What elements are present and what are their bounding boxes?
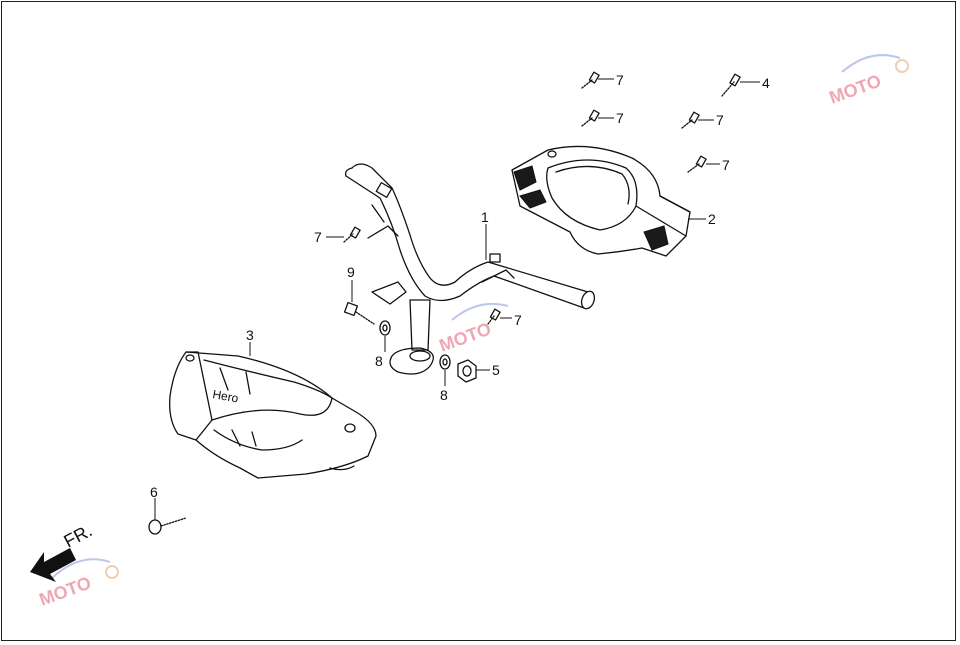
callout-7: 7 bbox=[616, 72, 624, 88]
callout-8: 8 bbox=[440, 387, 448, 403]
front-arrow-icon bbox=[30, 548, 76, 582]
watermark-text: MOTO bbox=[437, 319, 494, 356]
callout-4: 4 bbox=[762, 75, 770, 91]
watermark-top-right: MOTO bbox=[827, 54, 909, 108]
callout-2: 2 bbox=[708, 211, 716, 227]
screw-part-7 bbox=[487, 308, 501, 325]
callout-7: 7 bbox=[716, 112, 724, 128]
leader-lines bbox=[154, 78, 760, 520]
watermark-text: MOTO bbox=[37, 573, 94, 610]
callout-7: 7 bbox=[514, 312, 522, 328]
washer-part-8 bbox=[379, 320, 391, 336]
callout-3: 3 bbox=[246, 327, 254, 343]
screw-part-7 bbox=[581, 109, 600, 127]
front-handle-cover: Hero bbox=[169, 351, 377, 479]
callout-5: 5 bbox=[492, 362, 500, 378]
callout-9: 9 bbox=[347, 264, 355, 280]
callout-7: 7 bbox=[314, 229, 322, 245]
screw-part-4 bbox=[721, 73, 741, 97]
screw-part-7 bbox=[681, 111, 700, 129]
callout-6: 6 bbox=[150, 484, 158, 500]
callout-8: 8 bbox=[375, 353, 383, 369]
bolt-part-9 bbox=[343, 301, 375, 325]
screw-part-7 bbox=[343, 226, 361, 243]
screw-part-7 bbox=[687, 155, 707, 173]
watermark-text: MOTO bbox=[827, 71, 884, 108]
callout-labels: 1 2 3 4 5 6 7 7 7 7 7 7 8 8 9 bbox=[150, 72, 770, 500]
screw-part-6 bbox=[148, 517, 187, 535]
washer-part-8 bbox=[439, 354, 451, 370]
rear-handle-cover bbox=[511, 145, 691, 257]
callout-1: 1 bbox=[481, 209, 489, 225]
handlebar bbox=[344, 163, 596, 375]
nut-part-5 bbox=[457, 359, 477, 383]
callout-7: 7 bbox=[722, 157, 730, 173]
callout-7: 7 bbox=[616, 110, 624, 126]
cover-brand-logo: Hero bbox=[211, 387, 239, 405]
front-label: FR. bbox=[60, 520, 95, 551]
screw-part-7 bbox=[581, 71, 600, 89]
